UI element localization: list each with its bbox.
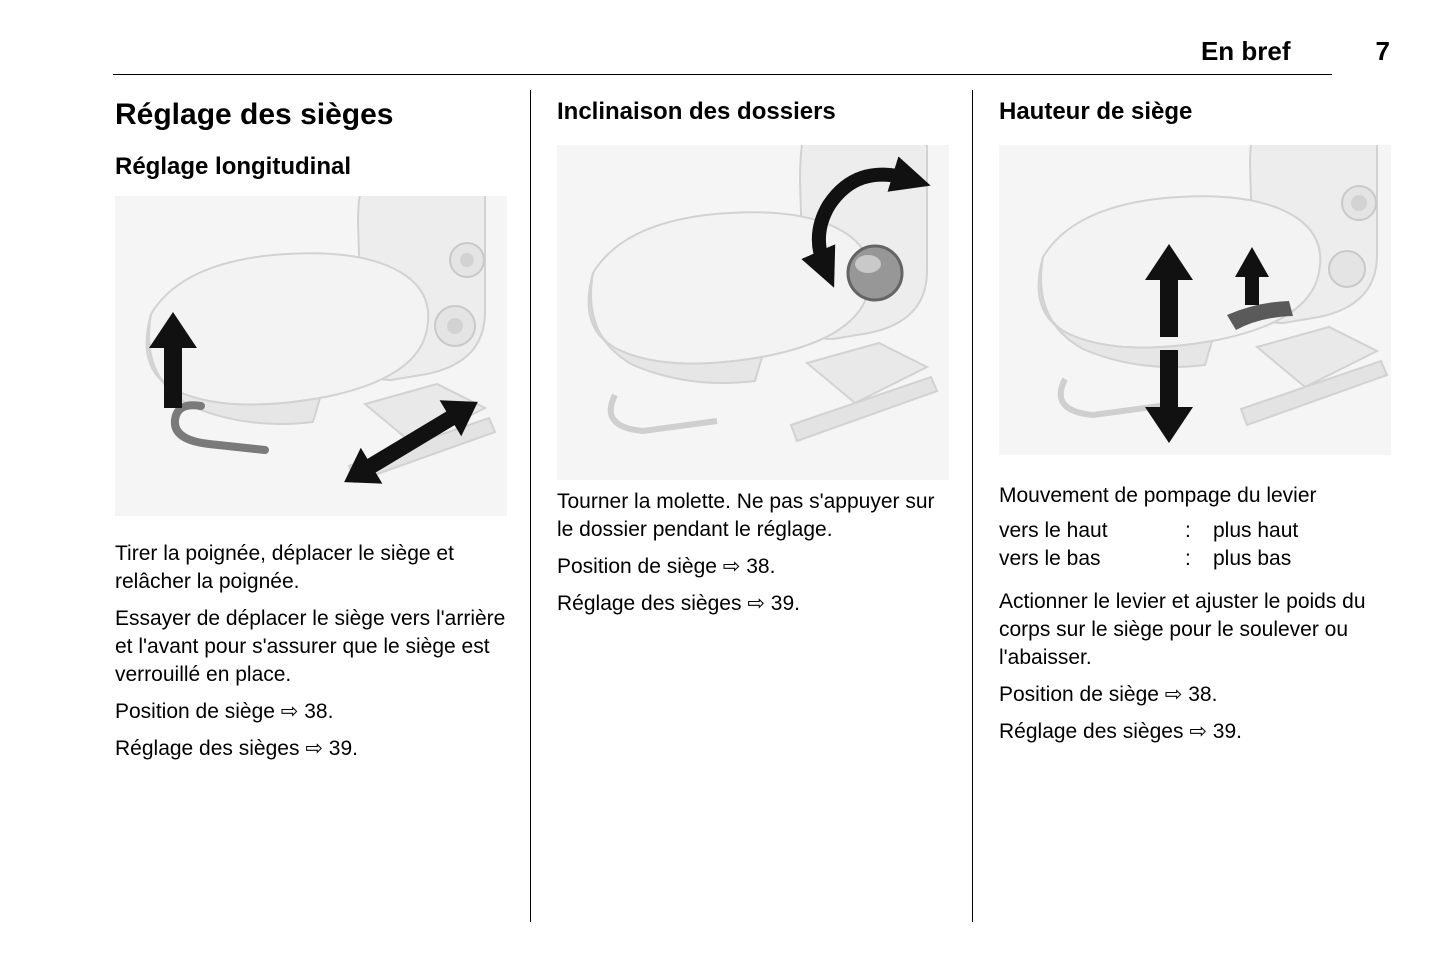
cross-reference-label: Réglage des sièges xyxy=(999,720,1184,743)
seat-drawing xyxy=(1037,145,1389,427)
body-paragraph: Essayer de déplacer le siège vers l'arri… xyxy=(115,607,506,686)
seat-backrest-inclination-illustration-svg xyxy=(587,145,939,443)
cross-reference-label: Position de siège xyxy=(557,555,717,578)
section-title: En bref xyxy=(1200,36,1291,66)
header-rule xyxy=(113,74,1332,75)
rotate-curved-arrow-icon xyxy=(801,156,931,288)
seat-longitudinal-illustration-svg xyxy=(145,196,497,484)
cross-reference-page: 39. xyxy=(328,737,358,760)
large-up-arrow-icon xyxy=(1145,244,1193,337)
seat-height-adjustment-illustration xyxy=(999,145,1391,455)
cross-reference-label: Réglage des sièges xyxy=(115,737,300,760)
table-definition: plus bas xyxy=(1213,547,1292,570)
cross-reference-label: Position de siège xyxy=(999,683,1159,706)
cross-reference-page: 38. xyxy=(746,555,776,578)
reference-arrow-icon: ⇨ xyxy=(1189,720,1207,743)
cross-reference: Position de siège ⇨ 38. xyxy=(115,698,507,726)
body-paragraph: Tirer la poignée, déplacer le siège et r… xyxy=(115,542,454,593)
column-seat-height: Hauteur de siège xyxy=(999,97,1391,755)
body-paragraph: Actionner le levier et ajuster le poids … xyxy=(999,590,1366,669)
cross-reference: Réglage des sièges ⇨ 39. xyxy=(999,718,1391,746)
table-definition: plus haut xyxy=(1213,519,1299,542)
table-term: vers le bas xyxy=(999,547,1101,570)
section-heading: Inclinaison des dossiers xyxy=(557,98,836,125)
large-down-arrow-icon xyxy=(1145,350,1193,443)
seat-backrest-inclination-illustration xyxy=(557,145,949,480)
column-divider xyxy=(530,90,531,922)
section-heading: Réglage des sièges xyxy=(115,98,394,131)
page-number: 7 xyxy=(1375,36,1390,66)
cross-reference-page: 39. xyxy=(770,592,800,615)
column-backrest-inclination: Inclinaison des dossiers xyxy=(557,97,949,627)
table-separator: : xyxy=(1185,547,1191,570)
fore-aft-double-arrow-icon xyxy=(344,400,478,484)
seat-handle xyxy=(170,401,269,454)
reference-arrow-icon: ⇨ xyxy=(305,737,323,760)
height-lever xyxy=(1227,301,1293,330)
small-up-arrow-icon xyxy=(1235,247,1269,305)
subsection-heading: Réglage longitudinal xyxy=(115,153,352,180)
up-arrow-icon xyxy=(149,312,197,408)
cross-reference: Position de siège ⇨ 38. xyxy=(557,553,949,581)
seat-longitudinal-illustration xyxy=(115,196,507,516)
cross-reference-label: Réglage des sièges xyxy=(557,592,742,615)
adjuster-knob-icon xyxy=(434,242,485,347)
cross-reference: Réglage des sièges ⇨ 39. xyxy=(557,590,949,618)
table-term: vers le haut xyxy=(999,519,1108,542)
body-paragraph: Mouvement de pompage du levier xyxy=(999,484,1317,507)
cross-reference-page: 38. xyxy=(1188,683,1218,706)
table-separator: : xyxy=(1185,519,1191,542)
table-row: vers le bas : plus bas xyxy=(999,545,1391,573)
recline-handwheel-icon xyxy=(846,244,904,302)
cross-reference-label: Position de siège xyxy=(115,700,275,723)
body-paragraph: Tourner la molette. Ne pas s'appuyer sur… xyxy=(557,490,935,541)
cross-reference-page: 39. xyxy=(1212,720,1242,743)
column-seat-adjustment: Réglage des sièges Réglage longitudinal xyxy=(115,97,507,772)
section-heading: Hauteur de siège xyxy=(999,98,1193,125)
reference-arrow-icon: ⇨ xyxy=(280,700,299,723)
column-divider xyxy=(972,90,973,922)
direction-table: vers le haut : plus haut vers le bas : p… xyxy=(999,517,1391,573)
reference-arrow-icon: ⇨ xyxy=(722,555,741,578)
cross-reference-page: 38. xyxy=(304,700,334,723)
page-header: En bref 7 xyxy=(113,36,1390,67)
cross-reference: Réglage des sièges ⇨ 39. xyxy=(115,735,507,763)
reference-arrow-icon: ⇨ xyxy=(1164,683,1183,706)
reference-arrow-icon: ⇨ xyxy=(747,592,765,615)
table-row: vers le haut : plus haut xyxy=(999,517,1391,545)
seat-drawing xyxy=(145,196,497,484)
cross-reference: Position de siège ⇨ 38. xyxy=(999,681,1391,709)
seat-height-adjustment-illustration-svg xyxy=(1037,145,1389,443)
